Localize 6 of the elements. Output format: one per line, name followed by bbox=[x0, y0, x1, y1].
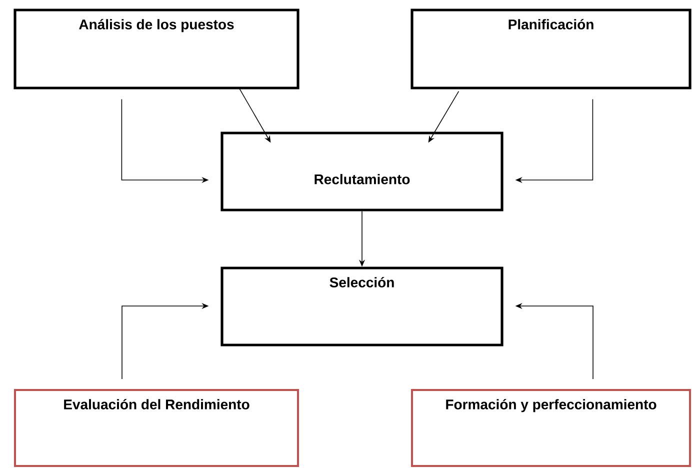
process-box: Planificación bbox=[410, 8, 692, 90]
process-box: Reclutamiento bbox=[220, 132, 504, 212]
process-box: Evaluación del Rendimiento bbox=[14, 389, 299, 467]
process-box: Selección bbox=[220, 266, 504, 346]
process-box: Formación y perfeccionamiento bbox=[411, 389, 691, 467]
process-box: Análisis de los puestos bbox=[14, 8, 300, 90]
